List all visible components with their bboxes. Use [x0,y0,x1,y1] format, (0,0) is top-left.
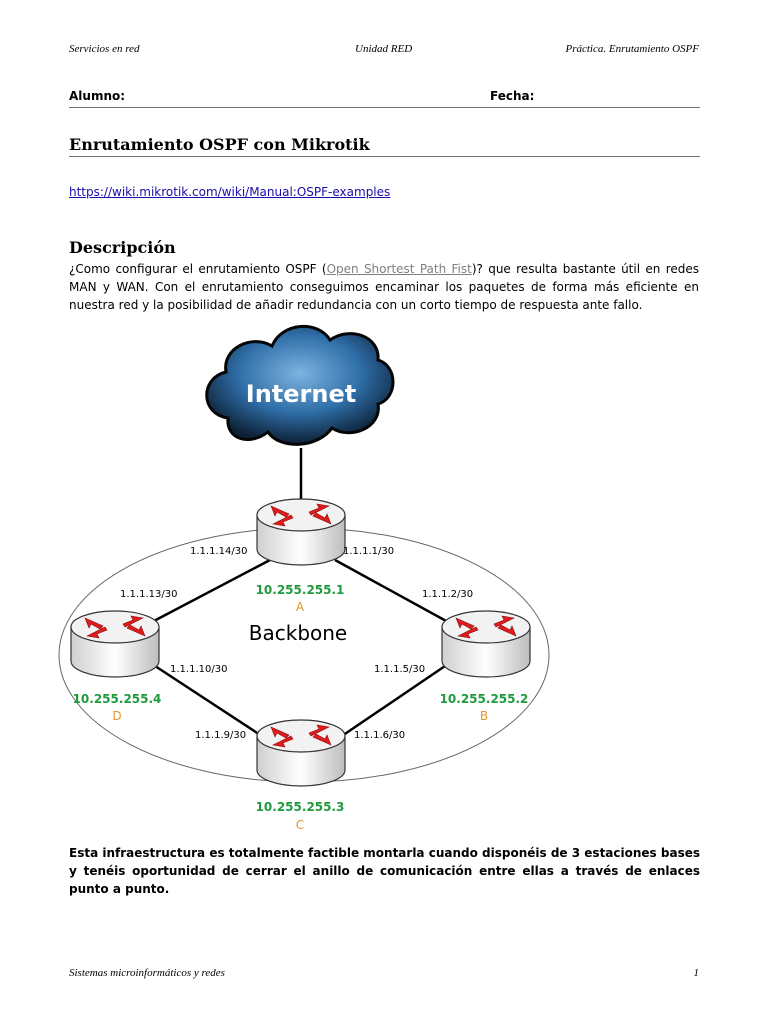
link-label-c-d: 1.1.1.9/30 [195,730,246,741]
link-b-c [335,662,449,742]
internet-cloud-icon: Internet [205,325,395,446]
link-label-c-b: 1.1.1.6/30 [354,730,405,741]
link-a-d [151,558,271,624]
link-d-c [151,662,269,742]
header-right: Práctica. Enrutamiento OSPF [565,43,699,55]
router-d-icon [70,610,160,678]
title-divider [69,156,700,157]
router-c-ip: 10.255.255.3 [256,800,345,814]
cloud-label: Internet [246,380,356,408]
router-c-letter: C [296,818,304,832]
link-label-a-d: 1.1.1.14/30 [190,546,247,557]
link-label-d-a: 1.1.1.13/30 [120,589,177,600]
date-label: Fecha: [490,89,535,103]
router-d-letter: D [112,709,121,723]
link-label-b-c: 1.1.1.5/30 [374,664,425,675]
router-b-icon [441,610,531,678]
router-a-letter: A [296,600,305,614]
fields-divider [69,107,700,108]
page-title: Enrutamiento OSPF con Mikrotik [69,135,370,154]
description-text: ¿Como configurar el enrutamiento OSPF (O… [69,262,700,312]
router-a-icon [256,498,346,566]
router-b-ip: 10.255.255.2 [440,692,529,706]
router-c-icon [256,719,346,787]
page-number: 1 [693,967,700,979]
header-left: Servicios en red [69,43,140,55]
link-label-d-c: 1.1.1.10/30 [170,664,227,675]
link-label-a-b: 1.1.1.1/30 [343,546,394,557]
student-label: Alumno: [69,89,126,103]
ospf-inline-link[interactable]: Open Shortest Path Fist [326,262,472,276]
backbone-label: Backbone [249,621,347,645]
description-heading: Descripción [69,238,176,257]
link-label-b-a: 1.1.1.2/30 [422,589,473,600]
footer-left: Sistemas microinformáticos y redes [69,967,225,979]
router-b-letter: B [480,709,488,723]
link-a-b [334,558,449,624]
reference-link[interactable]: https://wiki.mikrotik.com/wiki/Manual:OS… [69,185,391,199]
header-center: Unidad RED [355,43,413,55]
router-a-ip: 10.255.255.1 [256,583,345,597]
closing-paragraph: Esta infraestructura es totalmente facti… [69,846,700,896]
router-d-ip: 10.255.255.4 [73,692,162,706]
